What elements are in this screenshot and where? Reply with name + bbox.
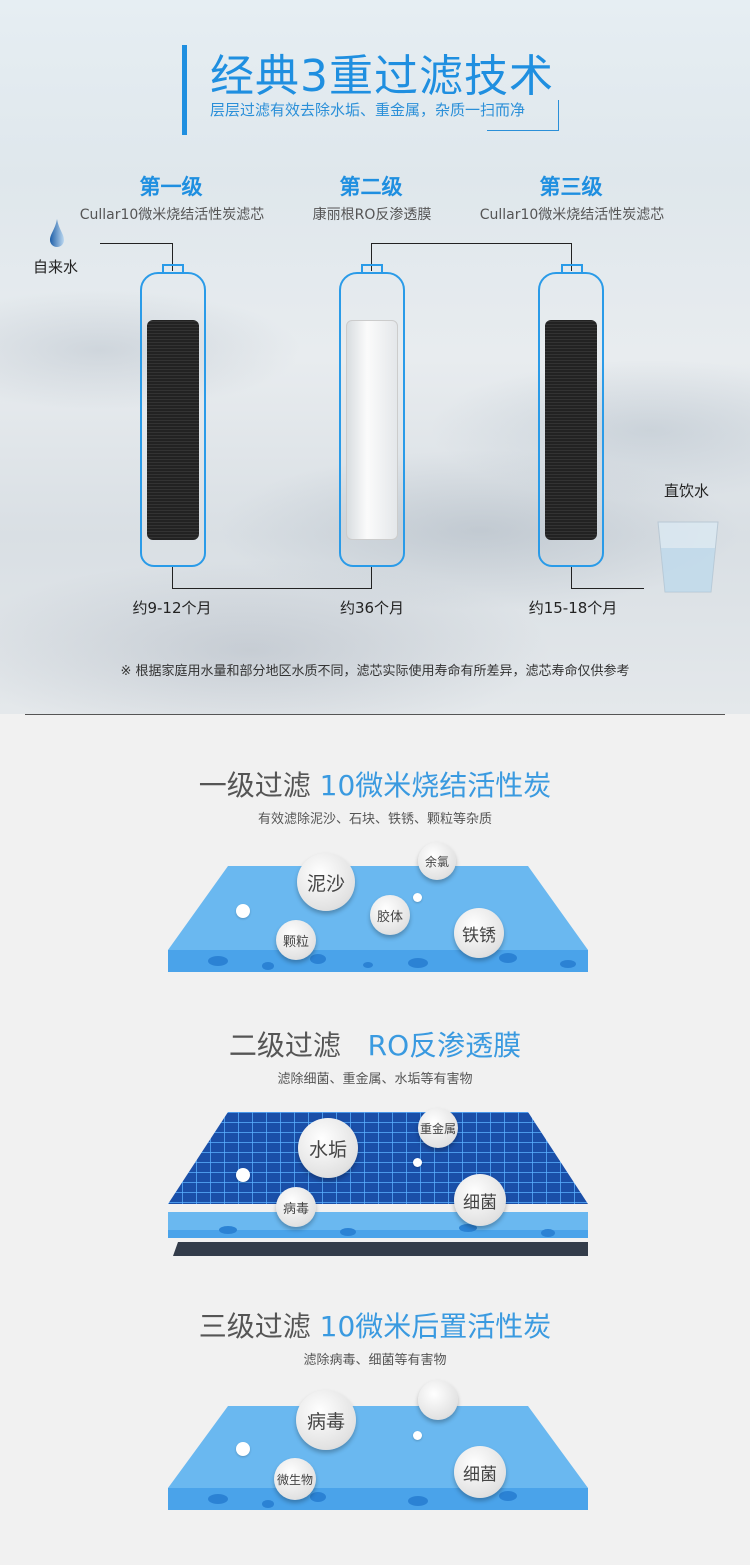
cartridge-cap (361, 264, 383, 274)
particle-ball: 铁锈 (454, 908, 504, 958)
particle-ball: 余氯 (418, 842, 456, 880)
cartridge-3-housing (538, 272, 604, 567)
carbon-filter-core (147, 320, 199, 540)
water-glass-icon (657, 521, 719, 593)
post-carbon-layer (168, 1406, 588, 1510)
particle-ball: 泥沙 (297, 853, 355, 911)
cartridge-cap (561, 264, 583, 274)
stage-3-desc: Cullar10微米烧结活性炭滤芯 (479, 207, 665, 223)
stage-1-desc: Cullar10微米烧结活性炭滤芯 (79, 207, 265, 223)
ro-membrane-layer (168, 1112, 588, 1256)
divider (25, 714, 725, 715)
stage-3-duration: 约15-18个月 (528, 599, 618, 617)
pipe-2-3 (371, 243, 571, 244)
bubble (413, 1158, 422, 1167)
outlet-pipe (571, 566, 572, 588)
section-1-title: 一级过滤 10微米烧结活性炭 (198, 769, 552, 802)
particle-ball: 病毒 (296, 1390, 356, 1450)
stage-1-label: 第一级 (139, 175, 203, 199)
section-1-subtitle: 有效滤除泥沙、石块、铁锈、颗粒等杂质 (257, 812, 492, 827)
particle-ball: 细菌 (454, 1446, 506, 1498)
carbon-filter-core (545, 320, 597, 540)
bubble (236, 1442, 250, 1456)
particle-ball: 病毒 (276, 1187, 316, 1227)
bubble (413, 1431, 422, 1440)
inlet-pipe (100, 243, 172, 244)
input-label: 自来水 (33, 258, 79, 276)
water-drop-icon (50, 219, 64, 247)
particle-ball: 微生物 (274, 1458, 316, 1500)
stage-2-desc: 康丽根RO反渗透膜 (312, 207, 432, 223)
lifespan-note: ※ 根据家庭用水量和部分地区水质不同，滤芯实际使用寿命有所差异，滤芯寿命仅供参考 (120, 664, 630, 679)
page-subtitle: 层层过滤有效去除水垢、重金属，杂质一扫而净 (210, 101, 526, 119)
section-3-subtitle: 滤除病毒、细菌等有害物 (303, 1353, 447, 1368)
section-2-subtitle: 滤除细菌、重金属、水垢等有害物 (277, 1072, 473, 1087)
bubble (236, 1168, 250, 1182)
stage-3-label: 第三级 (539, 175, 603, 199)
pipe-1-2 (172, 566, 173, 588)
particle-ball (418, 1380, 458, 1420)
cartridge-2-housing (339, 272, 405, 567)
title-accent-bar (182, 45, 187, 135)
cartridge-1-housing (140, 272, 206, 567)
bubble (413, 893, 422, 902)
particle-ball: 胶体 (370, 895, 410, 935)
outlet-pipe (571, 588, 644, 589)
bracket-line (487, 130, 559, 131)
stage-2-duration: 约36个月 (339, 599, 405, 617)
stage-1-duration: 约9-12个月 (132, 599, 212, 617)
particle-ball: 颗粒 (276, 920, 316, 960)
pipe-2-3 (571, 243, 572, 271)
pipe-1-2 (172, 588, 372, 589)
bubble (236, 904, 250, 918)
particle-ball: 水垢 (298, 1118, 358, 1178)
bracket-line (558, 100, 559, 131)
particle-ball: 重金属 (418, 1108, 458, 1148)
inlet-pipe (172, 243, 173, 271)
pipe-2-3 (371, 243, 372, 271)
cartridge-cap (162, 264, 184, 274)
section-3-title: 三级过滤 10微米后置活性炭 (198, 1310, 552, 1343)
page-title: 经典3重过滤技术 (210, 51, 554, 102)
ro-membrane-core (346, 320, 398, 540)
particle-ball: 细菌 (454, 1174, 506, 1226)
stage-2-label: 第二级 (339, 175, 403, 199)
section-2-title: 二级过滤 RO反渗透膜 (228, 1029, 522, 1062)
pipe-1-2 (371, 566, 372, 588)
output-label: 直饮水 (664, 482, 710, 500)
